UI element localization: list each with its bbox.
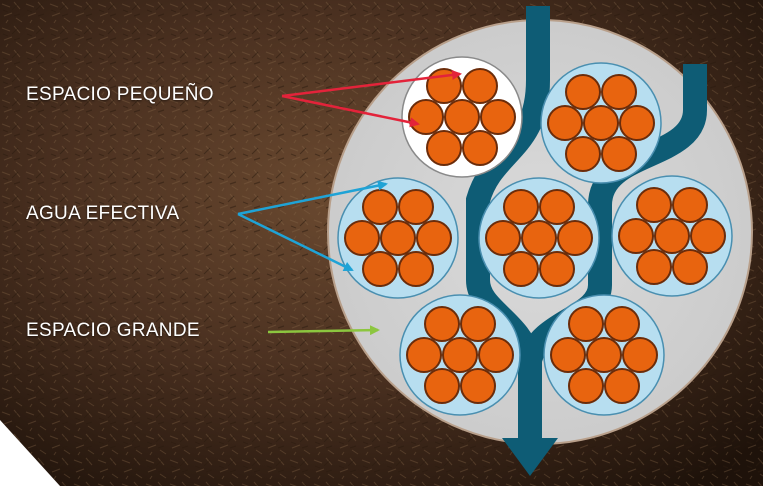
soil-particle (583, 105, 619, 141)
label-small-space: ESPACIO PEQUEÑO (26, 84, 214, 105)
soil-particle (690, 218, 726, 254)
soil-particle (565, 136, 601, 172)
soil-particle (601, 136, 637, 172)
soil-particle (344, 220, 380, 256)
soil-particle (406, 337, 442, 373)
small-space-arrow-bottom (281, 94, 420, 128)
particle-clusters (337, 56, 733, 416)
cluster-center (478, 177, 600, 299)
soil-particle (672, 249, 708, 285)
soil-particle (622, 337, 658, 373)
cluster-top-right (540, 62, 662, 184)
soil-particle (521, 220, 557, 256)
soil-particle (672, 187, 708, 223)
soil-particle (416, 220, 452, 256)
soil-particle (444, 99, 480, 135)
soil-particle (557, 220, 593, 256)
flow-arrow-head (502, 438, 558, 476)
soil-particle (442, 337, 478, 373)
soil-particle (503, 251, 539, 287)
soil-particle (586, 337, 622, 373)
soil-particle (618, 218, 654, 254)
soil-particle (565, 74, 601, 110)
soil-particle (462, 130, 498, 166)
soil-particle (424, 368, 460, 404)
soil-particle (480, 99, 516, 135)
indicator-arrows (237, 70, 462, 336)
soil-particle (539, 251, 575, 287)
soil-particle (601, 74, 637, 110)
soil-particle (460, 368, 496, 404)
soil-particle (426, 130, 462, 166)
cluster-bottom-right (543, 294, 665, 416)
soil-particle (460, 306, 496, 342)
soil-particle (408, 99, 444, 135)
soil-particle (654, 218, 690, 254)
soil-particle (636, 187, 672, 223)
foreground-shadow-shape (0, 420, 60, 486)
soil-particle (398, 189, 434, 225)
soil-particle (362, 189, 398, 225)
effective-water-arrow-bottom (237, 212, 354, 272)
soil-particle (619, 105, 655, 141)
small-space-arrow-top (281, 70, 462, 98)
label-effective-water: AGUA EFECTIVA (26, 203, 180, 224)
cluster-bottom-left (399, 294, 521, 416)
soil-particle (604, 306, 640, 342)
soil-particle (539, 189, 575, 225)
large-space-arrow (267, 325, 380, 336)
cluster-mid-left (337, 177, 459, 299)
soil-particle (380, 220, 416, 256)
soil-particle (485, 220, 521, 256)
soil-particle (604, 368, 640, 404)
soil-particle (362, 251, 398, 287)
cluster-mid-right (611, 175, 733, 297)
soil-particle (462, 68, 498, 104)
soil-particle (398, 251, 434, 287)
effective-water-arrow-top (237, 180, 388, 216)
soil-particle (550, 337, 586, 373)
cluster-dry-small-space (401, 56, 523, 178)
soil-particle (503, 189, 539, 225)
soil-particle (568, 368, 604, 404)
soil-particle (424, 306, 460, 342)
label-large-space: ESPACIO GRANDE (26, 320, 200, 341)
soil-particle (547, 105, 583, 141)
soil-particle (636, 249, 672, 285)
soil-particle (478, 337, 514, 373)
soil-particle (568, 306, 604, 342)
